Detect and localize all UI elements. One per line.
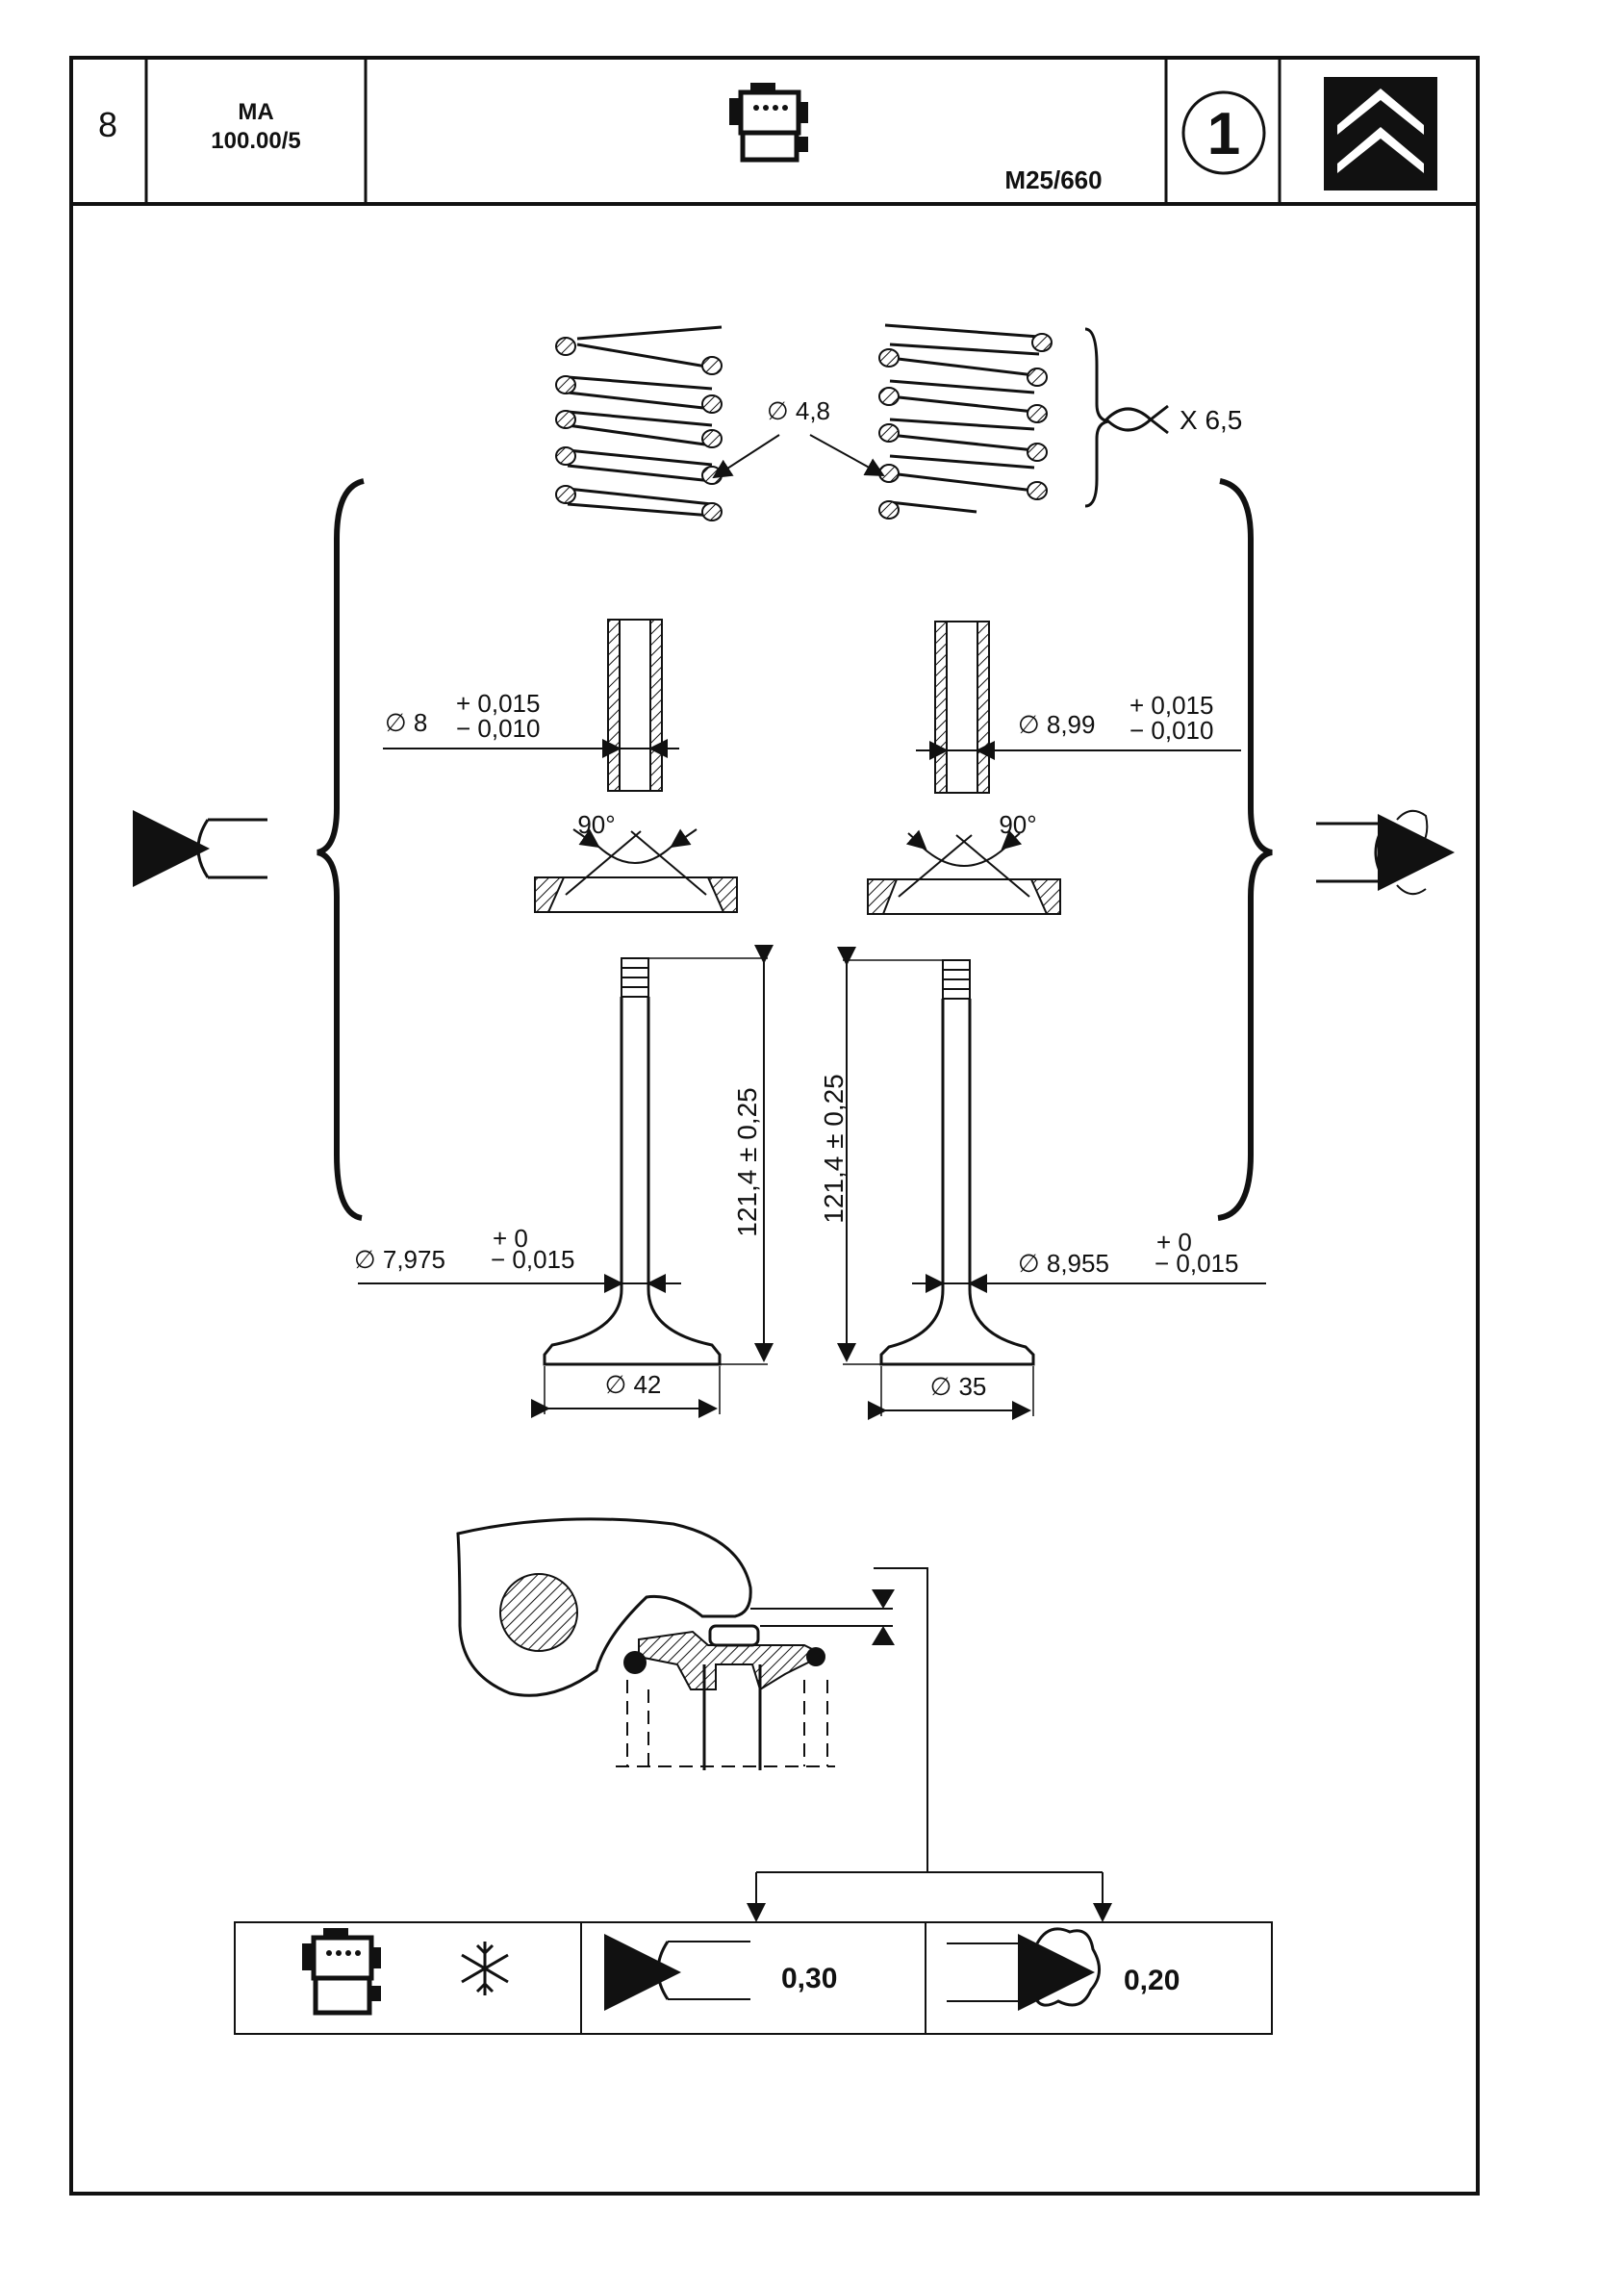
exhaust-clearance-icon: [947, 1927, 1101, 2011]
cold-engine-icon: [302, 1928, 381, 2016]
exhaust-valve-spring: [878, 323, 1053, 520]
inlet-port-icon: [133, 810, 267, 887]
inlet-guide-tol-minus: − 0,010: [456, 714, 540, 743]
rocker-arm-assembly: [456, 1517, 1112, 1922]
exhaust-port-icon: [1316, 809, 1455, 896]
snowflake-icon: [461, 1942, 509, 1995]
exhaust-clearance-value: 0,20: [1124, 1965, 1180, 1996]
spring-wire-diameter: ∅ 4,8: [767, 396, 830, 425]
spring-coil-icon: [1104, 404, 1169, 435]
inlet-valve-spring: [555, 325, 723, 521]
inlet-clearance-value: 0,30: [781, 1963, 837, 1994]
inlet-guide-bore: ∅ 8: [385, 708, 427, 737]
exhaust-group-brace: [1217, 478, 1273, 1221]
exhaust-stem-diameter: ∅ 8,955: [1018, 1249, 1109, 1278]
engine-code: M25/660: [1004, 165, 1102, 194]
exhaust-seat-angle: 90°: [999, 810, 1036, 839]
exhaust-stem-tol-minus: − 0,015: [1155, 1249, 1238, 1278]
spring-turns-brace: [1084, 327, 1109, 508]
exhaust-head-diameter: ∅ 35: [930, 1372, 987, 1401]
inlet-group-brace: [317, 478, 365, 1221]
inlet-head-diameter: ∅ 42: [605, 1370, 662, 1399]
inlet-valve-length: 121,4 ± 0,25: [732, 1087, 762, 1237]
inlet-seat-angle: 90°: [577, 810, 615, 839]
doc-code-line2: 100.00/5: [211, 128, 300, 154]
inlet-clearance-icon: [604, 1934, 750, 2011]
inlet-guide-tol-plus: + 0,015: [456, 689, 540, 718]
doc-code-line1: MA: [238, 99, 273, 125]
clearance-table: [234, 1921, 1273, 2035]
exhaust-stem-tol-plus: + 0: [1156, 1228, 1192, 1257]
inlet-stem-tol-minus: − 0,015: [491, 1245, 574, 1274]
inlet-stem-tol-plus: + 0: [493, 1224, 528, 1253]
rocker-shaft: [499, 1573, 578, 1652]
inlet-stem-diameter: ∅ 7,975: [354, 1245, 445, 1274]
exhaust-guide-tol-plus: + 0,015: [1129, 691, 1213, 720]
inlet-valve-seat: [534, 828, 738, 913]
exhaust-valve-guide: [916, 621, 1241, 794]
exhaust-guide-tol-minus: − 0,010: [1129, 716, 1213, 745]
section-badge: 1: [1181, 90, 1266, 175]
inlet-valve-guide: [383, 619, 679, 792]
engine-icon: [729, 83, 808, 163]
exhaust-valve-length: 121,4 ± 0,25: [819, 1074, 849, 1224]
exhaust-valve: [837, 947, 1266, 1420]
exhaust-guide-bore: ∅ 8,99: [1018, 710, 1095, 739]
page-number: 8: [98, 105, 117, 144]
inlet-valve: [358, 945, 774, 1418]
citroen-chevron-logo: [1324, 77, 1437, 190]
section-number: 1: [1207, 101, 1240, 167]
spring-turns: X 6,5: [1180, 405, 1242, 435]
page-frame: [69, 56, 1480, 2196]
exhaust-valve-seat: [867, 829, 1061, 915]
spring-wire-callout: ∅ 4,8: [712, 396, 885, 479]
